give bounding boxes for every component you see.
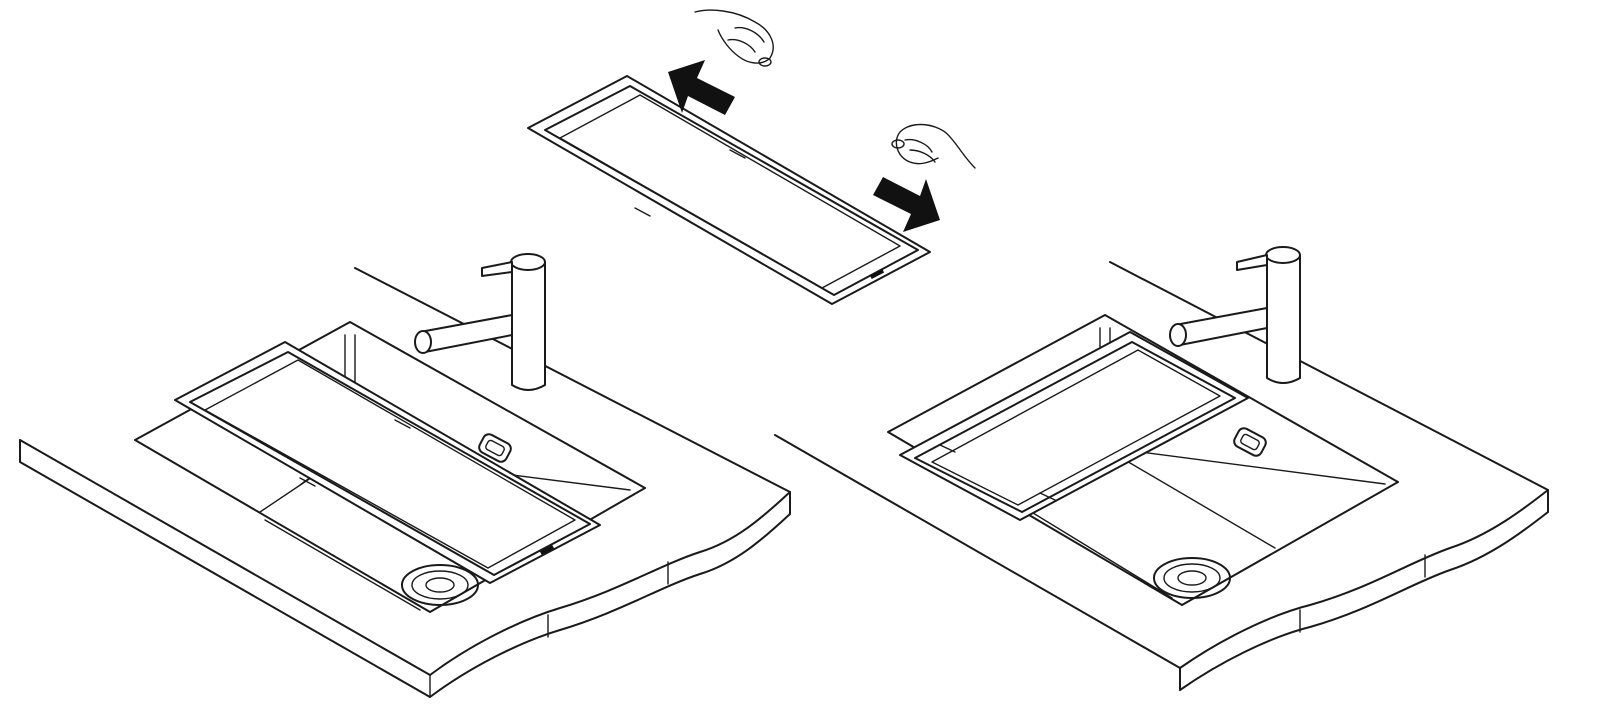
faucet-icon <box>1169 246 1301 384</box>
overflow-icon <box>478 433 512 463</box>
faucet-icon <box>414 253 546 391</box>
left-sink-panel <box>19 253 791 698</box>
hand-icon <box>694 9 774 67</box>
drain-strainer-icon <box>401 564 479 606</box>
arrow-icon <box>668 60 735 115</box>
drain-strainer-icon <box>1153 557 1231 599</box>
hand-icon <box>891 123 976 169</box>
right-sink-panel <box>774 246 1549 691</box>
countertop-right <box>774 261 1549 691</box>
arrow-icon <box>873 177 940 232</box>
overflow-icon <box>1233 427 1267 457</box>
countertop-left <box>19 267 791 698</box>
collapsed-rack <box>899 331 1249 521</box>
collapsing-rack <box>527 75 931 305</box>
rack-adjustment-panel <box>527 9 976 305</box>
extended-rack <box>174 341 601 584</box>
